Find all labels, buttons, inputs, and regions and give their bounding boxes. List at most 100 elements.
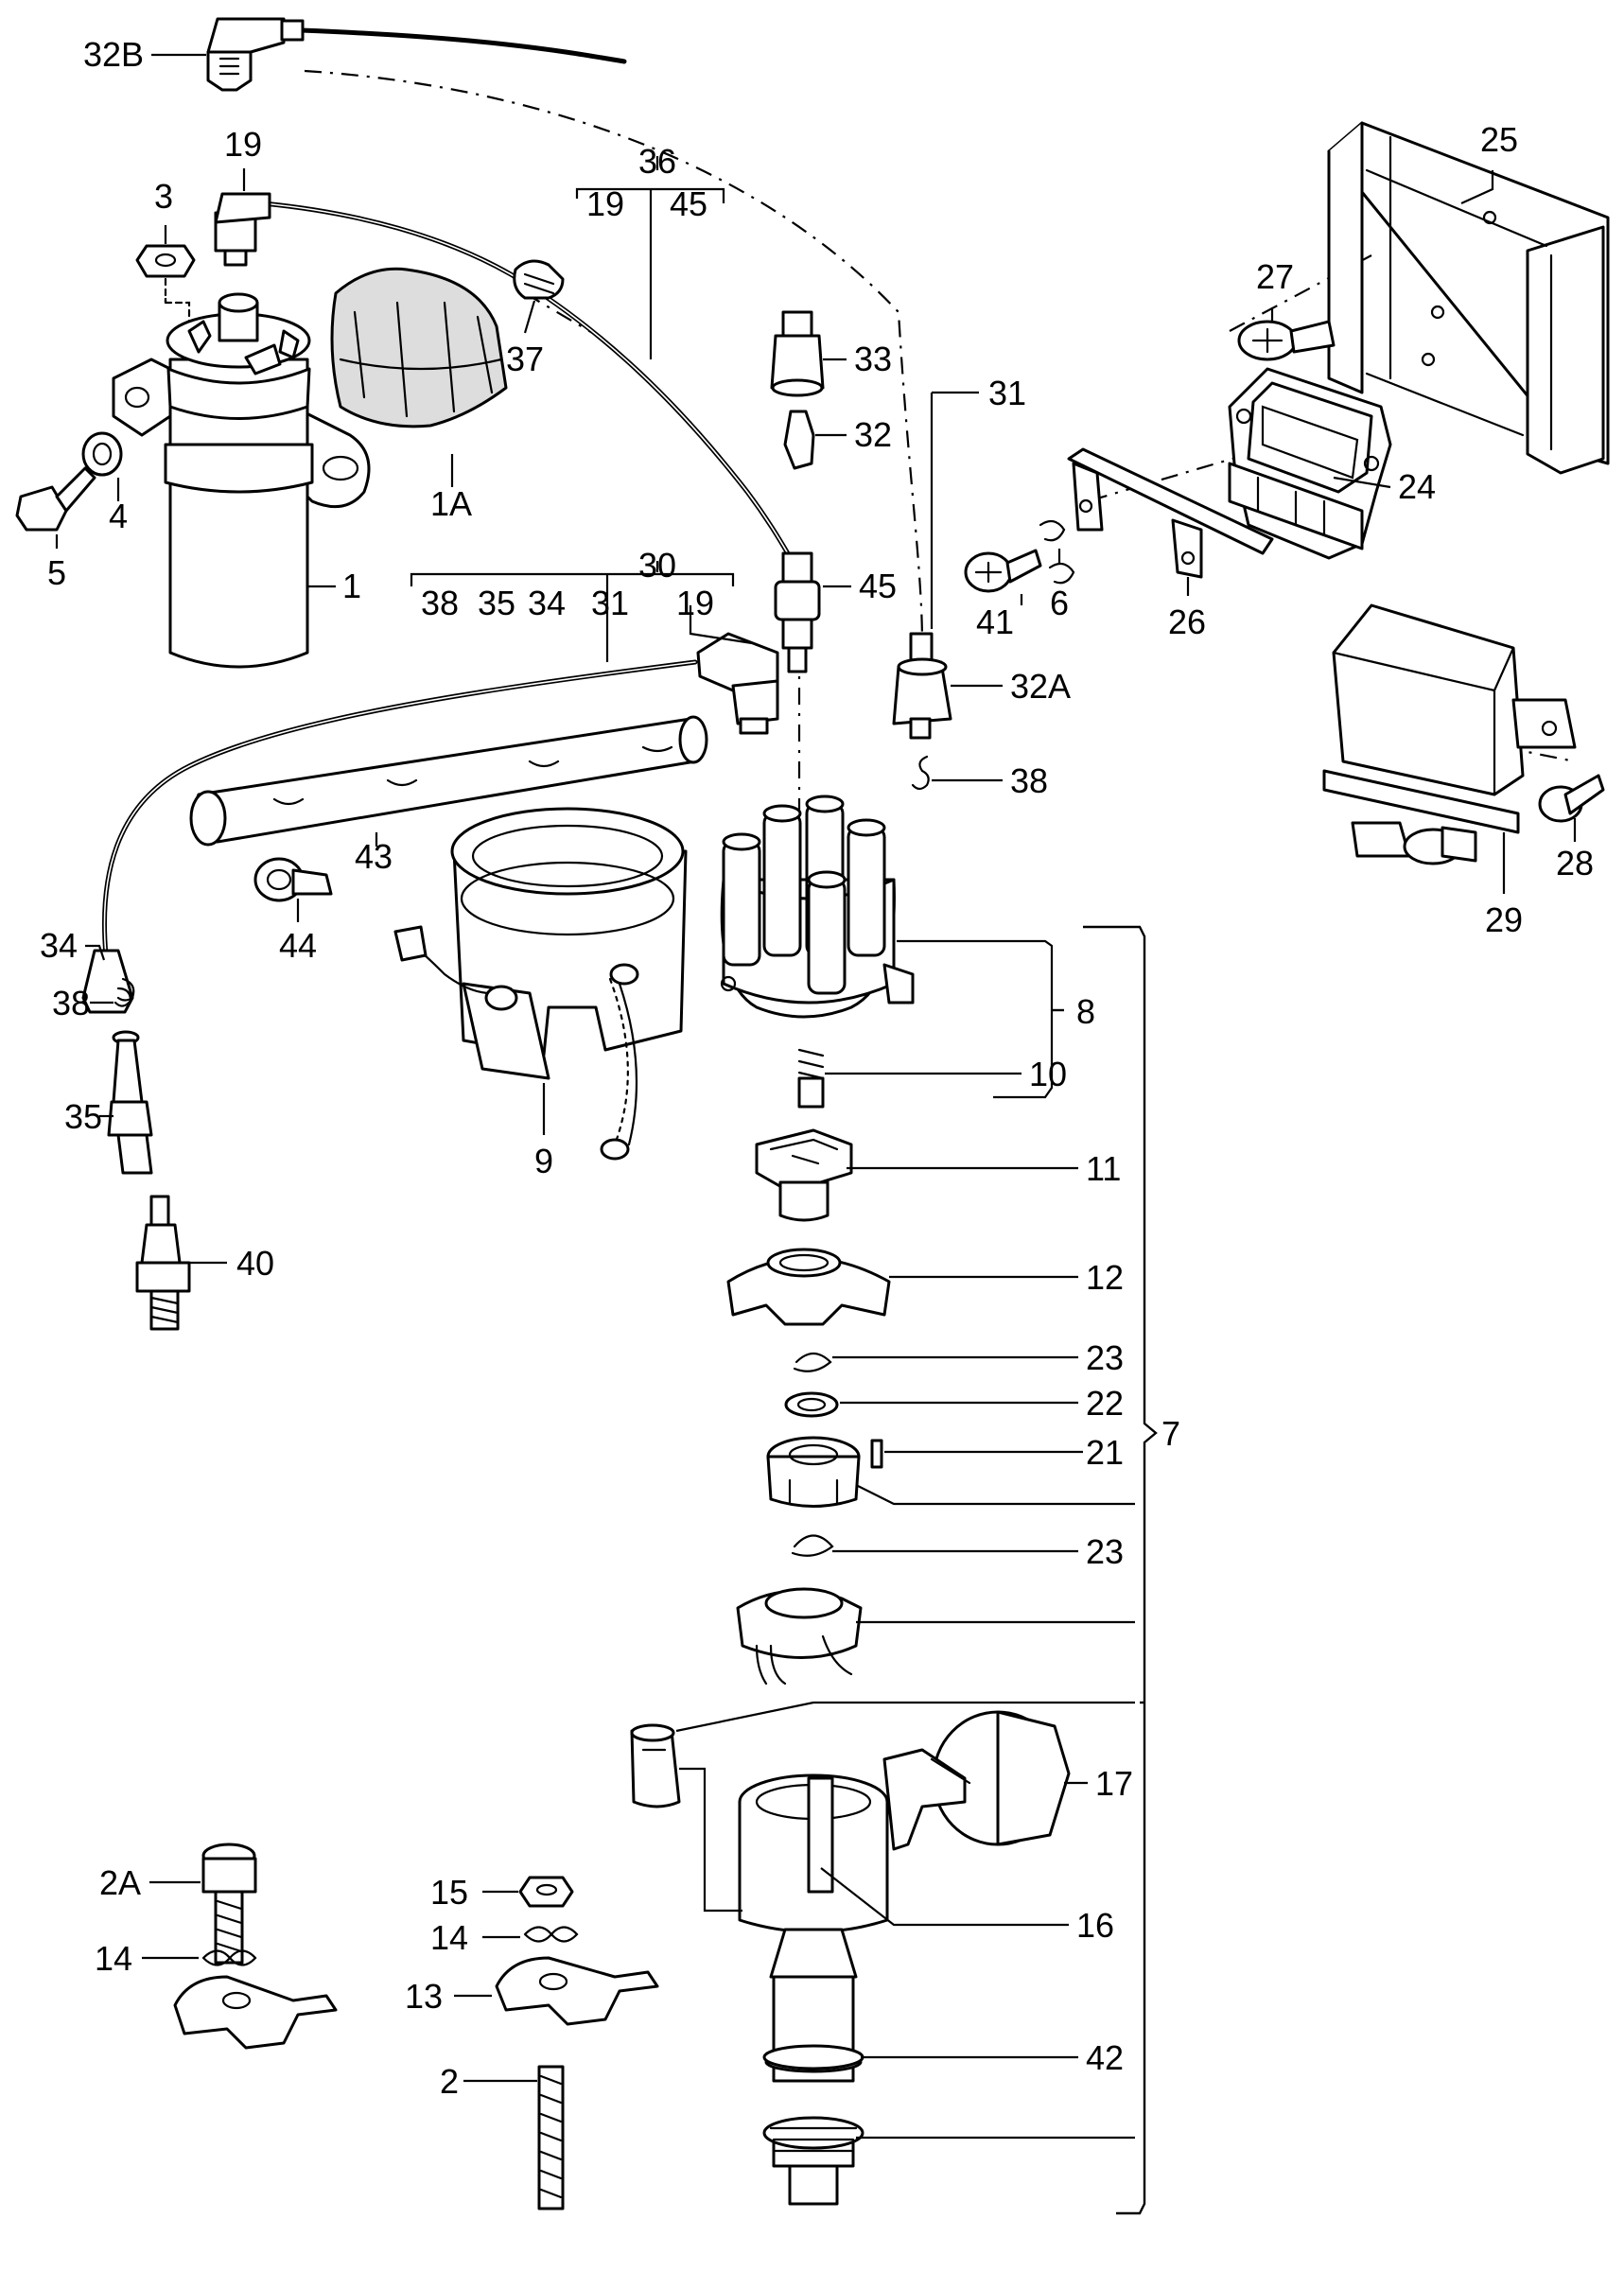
- wire-clip-37: [513, 259, 565, 300]
- label-23-upper: 23: [1086, 1338, 1124, 1377]
- label-23-lower: 23: [1086, 1532, 1124, 1571]
- label-31-bracket: 31: [591, 584, 629, 622]
- label-34-bracket: 34: [528, 584, 566, 622]
- plug-cap-34: [81, 949, 134, 1014]
- label-44: 44: [279, 926, 317, 965]
- carbon-spring-10: [797, 1048, 825, 1109]
- label-34-left: 34: [40, 926, 78, 965]
- label-40: 40: [236, 1244, 274, 1283]
- dust-cover-12: [726, 1248, 891, 1326]
- label-10: 10: [1029, 1055, 1067, 1093]
- screw-28: [1538, 774, 1605, 823]
- label-2: 2: [440, 2062, 459, 2101]
- washer-14-right: [523, 1926, 579, 1943]
- nut-15: [518, 1876, 574, 1908]
- label-11: 11: [1086, 1149, 1121, 1188]
- clamp-44: [253, 857, 333, 902]
- label-32b: 32B: [83, 35, 144, 74]
- screw-27: [1237, 320, 1336, 361]
- label-6: 6: [1050, 584, 1069, 622]
- label-1: 1: [342, 567, 361, 605]
- label-36: 36: [638, 142, 676, 181]
- label-45-right: 45: [859, 567, 897, 605]
- connector-small: [630, 1723, 681, 1808]
- plug-connector-35: [107, 1030, 153, 1175]
- distributor-cap-8: [720, 795, 915, 1019]
- label-17: 17: [1095, 1764, 1133, 1803]
- leader-lines: [55, 53, 1577, 2215]
- shield-9: [393, 807, 688, 1161]
- spark-plug-connector-32b: [206, 17, 305, 92]
- label-26: 26: [1168, 603, 1206, 641]
- bolt-2a: [201, 1843, 257, 1965]
- label-4: 4: [109, 497, 128, 535]
- label-19-bracket: 19: [586, 184, 624, 223]
- washer-6: [1039, 519, 1075, 585]
- label-37: 37: [506, 340, 544, 378]
- label-13: 13: [405, 1977, 443, 2016]
- label-2a: 2A: [99, 1863, 141, 1902]
- label-7: 7: [1161, 1414, 1180, 1453]
- circlip-23-upper: [793, 1352, 832, 1372]
- ignition-wires: [101, 27, 799, 958]
- label-1a: 1A: [430, 484, 472, 523]
- label-16: 16: [1076, 1906, 1114, 1945]
- plug-connector-19-mid: [696, 632, 779, 735]
- ring-42: [762, 2044, 864, 2070]
- label-35-left: 35: [64, 1097, 102, 1136]
- part-labels: 32B 19 36 19 45 25 3 27 37 33 31 32 24 1…: [40, 35, 1594, 2101]
- screw-41: [964, 549, 1042, 593]
- label-33: 33: [854, 340, 892, 378]
- bolt-5: [15, 466, 96, 532]
- washer-14-left: [201, 1949, 257, 1966]
- label-43: 43: [355, 837, 393, 876]
- pickup-plate: [736, 1587, 863, 1686]
- label-19-mid: 19: [676, 584, 714, 622]
- ignition-coil-1: [112, 292, 371, 669]
- label-35-bracket: 35: [478, 584, 515, 622]
- rotor-11: [755, 1128, 853, 1222]
- clamp-plate-left: [173, 1975, 338, 2050]
- stud-2: [537, 2065, 565, 2210]
- wire-conduit-43: [189, 715, 708, 847]
- drive-gear: [762, 2116, 864, 2206]
- coil-cover-1a: [330, 267, 508, 428]
- label-25: 25: [1480, 120, 1518, 159]
- label-28: 28: [1556, 844, 1594, 882]
- label-38-right: 38: [1010, 761, 1048, 800]
- label-30: 30: [638, 546, 676, 585]
- vacuum-unit-17: [882, 1710, 1071, 1851]
- ring-38-right: [911, 755, 930, 791]
- label-29: 29: [1485, 900, 1523, 939]
- label-19-top: 19: [224, 125, 262, 164]
- label-38-left: 38: [52, 984, 90, 1022]
- ring-38-small: [114, 987, 132, 1007]
- mounting-plate-26: [1067, 447, 1274, 579]
- label-21: 21: [1086, 1433, 1124, 1472]
- label-32: 32: [854, 415, 892, 454]
- label-45-bracket: 45: [670, 184, 707, 223]
- label-32a: 32A: [1010, 667, 1071, 706]
- label-5: 5: [47, 553, 66, 592]
- label-14-right: 14: [430, 1918, 468, 1957]
- label-38-bracket: 38: [421, 584, 459, 622]
- breaker-plate-21: [766, 1436, 883, 1508]
- label-3: 3: [154, 177, 173, 216]
- label-15: 15: [430, 1873, 468, 1912]
- bracket-25: [1327, 121, 1610, 475]
- label-9: 9: [534, 1142, 553, 1180]
- label-41: 41: [976, 603, 1014, 641]
- clamp-plate-13: [495, 1956, 659, 2026]
- label-27: 27: [1256, 257, 1294, 296]
- label-31-top: 31: [988, 374, 1026, 412]
- coil-connector-19: [214, 192, 271, 267]
- washer-22: [784, 1391, 839, 1418]
- label-24: 24: [1398, 467, 1436, 506]
- suppressor-32a: [892, 632, 952, 740]
- nut-3: [135, 244, 196, 323]
- label-42: 42: [1086, 2038, 1124, 2077]
- control-unit-24: [1228, 367, 1392, 560]
- suppressor-33: [770, 310, 825, 397]
- spark-plug-40: [135, 1195, 191, 1331]
